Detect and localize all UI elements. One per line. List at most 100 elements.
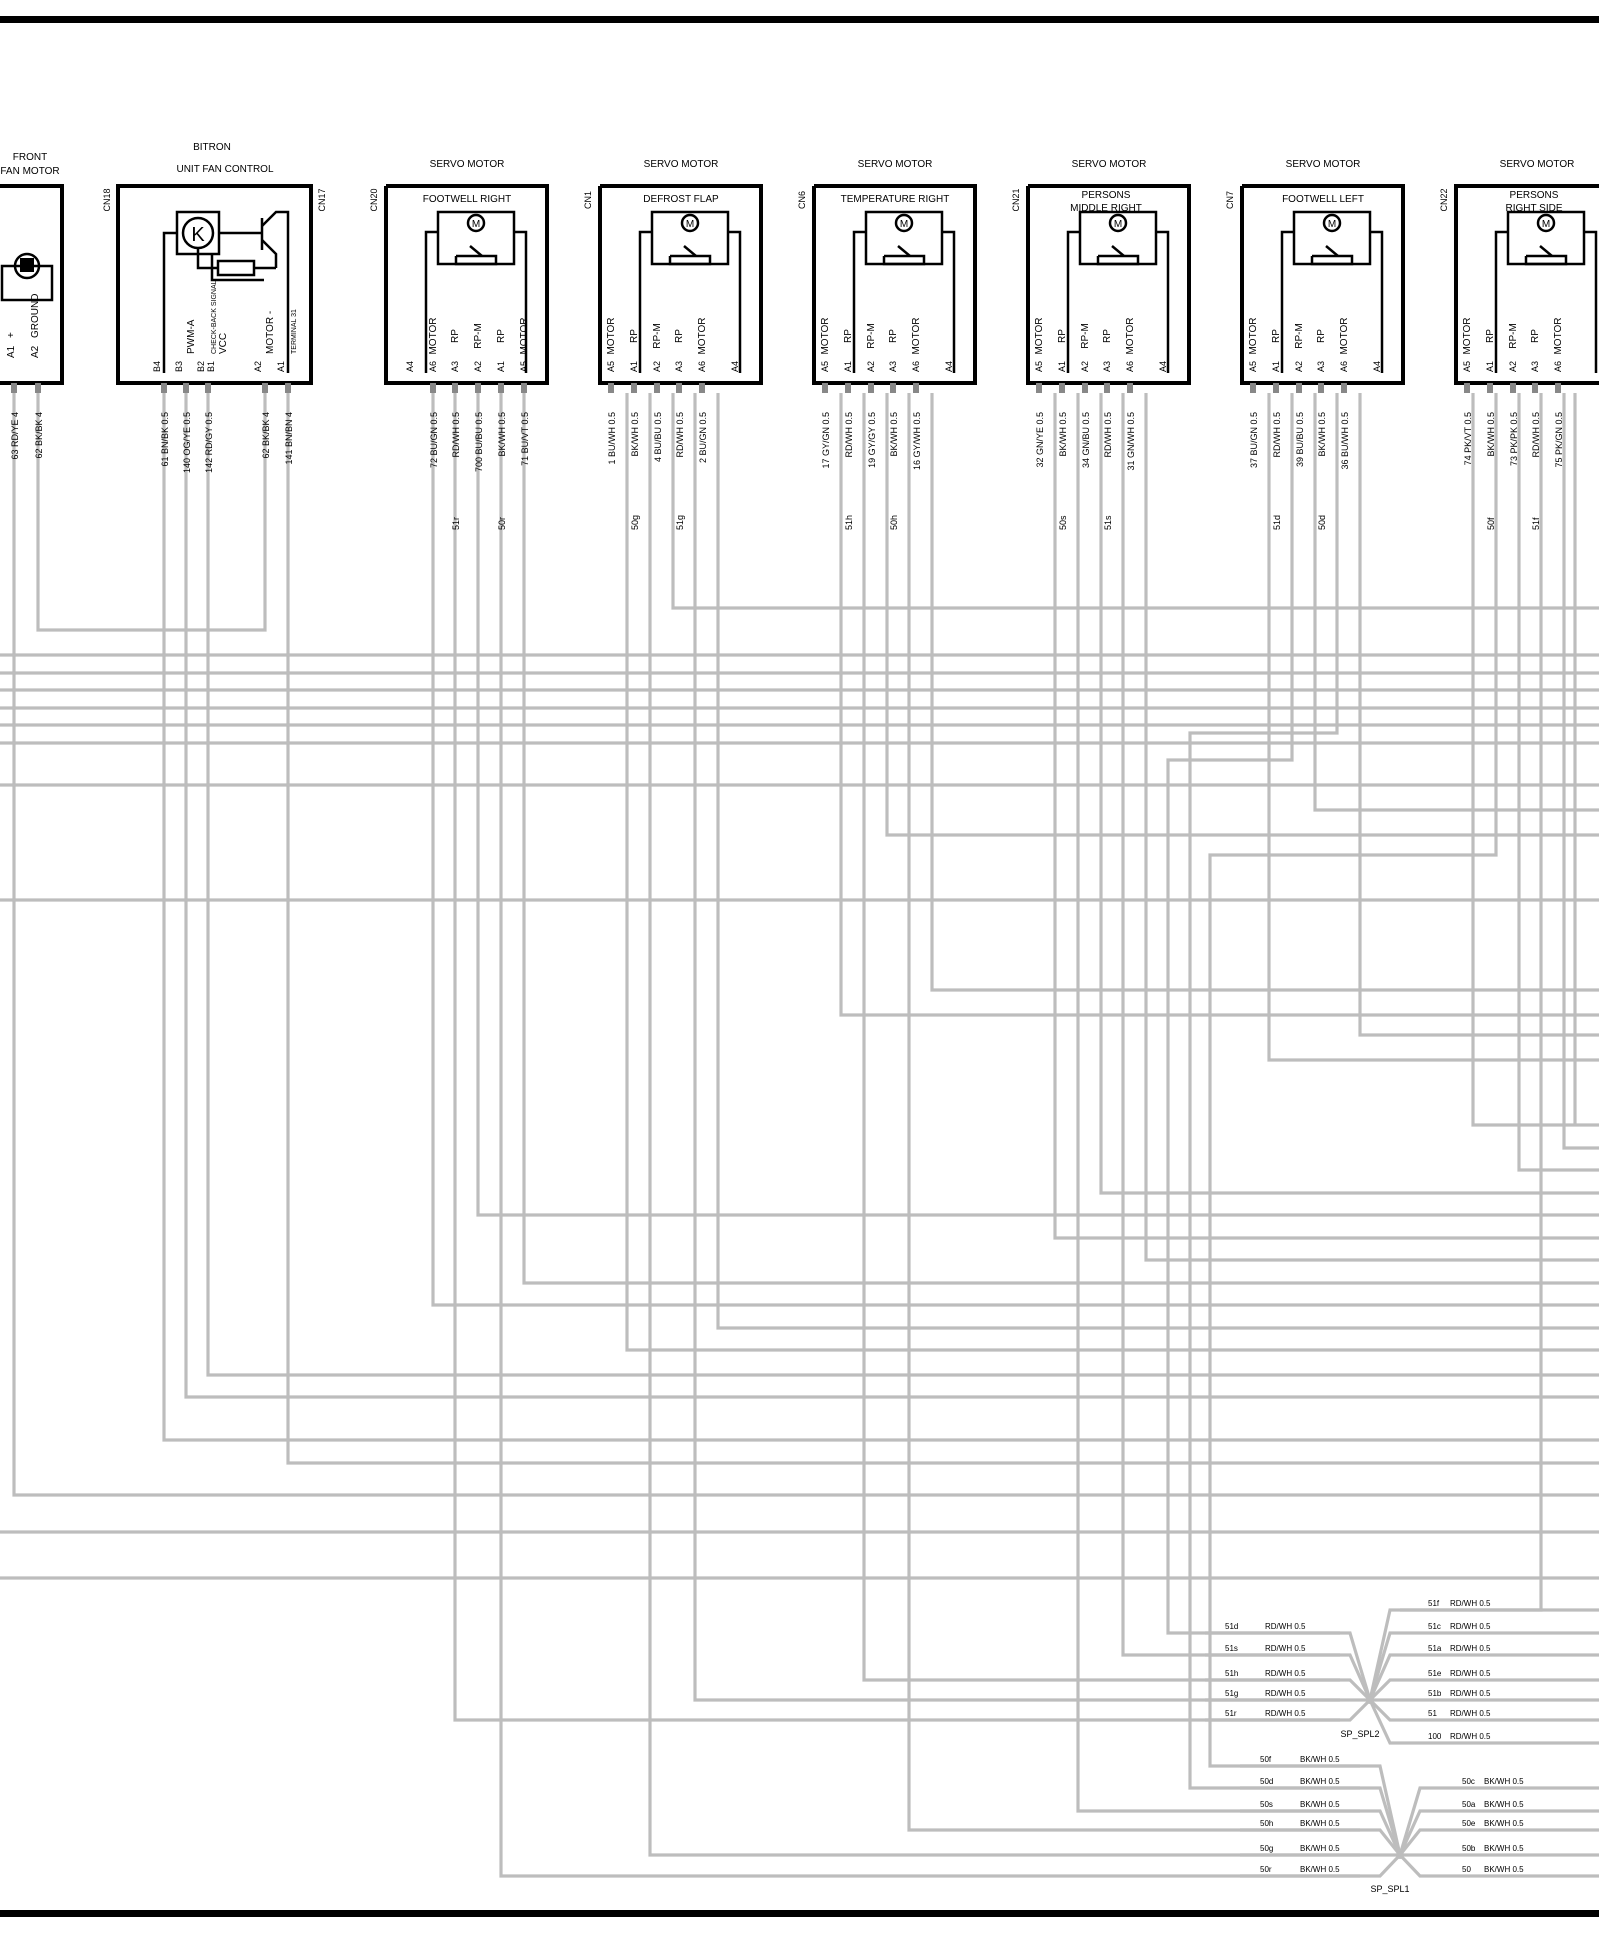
wire-label: 62 BK/BK 4 bbox=[34, 412, 44, 459]
wire-label: 700 BU/BU 0.5 bbox=[474, 412, 484, 472]
splice-wire: RD/WH 0.5 bbox=[1450, 1732, 1491, 1741]
pin-stub bbox=[262, 383, 268, 393]
pin-stub bbox=[1059, 383, 1065, 393]
resistor-icon bbox=[218, 261, 254, 275]
pin-function: MOTOR bbox=[820, 317, 831, 354]
splice-tag: 50s bbox=[1260, 1800, 1273, 1809]
wire-label: BK/WH 0.5 bbox=[889, 412, 899, 457]
splice-wire: BK/WH 0.5 bbox=[1484, 1865, 1524, 1874]
pin-label: A5 bbox=[606, 361, 616, 372]
splice-wire: RD/WH 0.5 bbox=[1265, 1622, 1306, 1631]
servo-box bbox=[1028, 186, 1189, 383]
wire-label: 31 GN/WH 0.5 bbox=[1126, 412, 1136, 471]
pin-function: RP bbox=[629, 329, 640, 343]
pin-stub bbox=[1487, 383, 1493, 393]
wire-tag: 50r bbox=[497, 517, 507, 530]
wire-label: BK/WH 0.5 bbox=[1317, 412, 1327, 457]
splice-node bbox=[1366, 1696, 1374, 1704]
splice-tag: 51f bbox=[1428, 1599, 1440, 1608]
splice-tag: 51g bbox=[1225, 1689, 1238, 1698]
pin-stub bbox=[608, 383, 614, 393]
wire-label: 19 GY/GY 0.5 bbox=[867, 412, 877, 468]
pin-stub bbox=[699, 383, 705, 393]
splice-wire: BK/WH 0.5 bbox=[1484, 1819, 1524, 1828]
pin-label: B4 bbox=[152, 361, 162, 372]
servo-trace bbox=[1584, 232, 1596, 373]
pin-stub bbox=[205, 383, 211, 393]
pin-function: + bbox=[6, 332, 17, 338]
pin-function: RP bbox=[1057, 329, 1068, 343]
wire-label: BK/WH 0.5 bbox=[497, 412, 507, 457]
potentiometer-icon bbox=[1540, 246, 1552, 256]
pin-function: PWM-A bbox=[186, 319, 197, 354]
pin-label: A2 bbox=[1080, 361, 1090, 372]
pin-label: A3 bbox=[1316, 361, 1326, 372]
pin-function: MOTOR bbox=[519, 317, 530, 354]
pin-stub bbox=[183, 383, 189, 393]
potentiometer-icon bbox=[898, 246, 910, 256]
pin-stub bbox=[1127, 383, 1133, 393]
pin-function: RP bbox=[450, 329, 461, 343]
wire-route bbox=[1123, 393, 1340, 1655]
pin-function: MOTOR bbox=[911, 317, 922, 354]
pin-label: A5 bbox=[1034, 361, 1044, 372]
splice-tag: 50h bbox=[1260, 1819, 1273, 1828]
pin-function: RP-M bbox=[1294, 323, 1305, 349]
k-relay-icon: K bbox=[191, 224, 205, 246]
wire-route bbox=[208, 393, 1599, 1375]
pin-function: MOTOR - bbox=[265, 311, 276, 354]
splice-tag: 50f bbox=[1260, 1755, 1272, 1764]
wire-route bbox=[38, 393, 265, 630]
pin-label: A6 bbox=[697, 361, 707, 372]
pin-label: A6 bbox=[1125, 361, 1135, 372]
potentiometer-icon bbox=[1312, 256, 1352, 264]
pin-function: RP bbox=[1271, 329, 1282, 343]
wire-route bbox=[841, 393, 1599, 1015]
wire-route bbox=[1210, 393, 1496, 1766]
wire-tag: 50g bbox=[630, 515, 640, 530]
pin-label: A1 bbox=[276, 361, 286, 372]
potentiometer-icon bbox=[684, 246, 696, 256]
connector-id: CN6 bbox=[797, 191, 807, 209]
servo-trace bbox=[728, 232, 740, 373]
servo-header: SERVO MOTOR bbox=[858, 159, 933, 170]
wire-tag: 51f bbox=[1531, 517, 1541, 530]
wire-route bbox=[887, 393, 1599, 835]
splice-tag: 50r bbox=[1260, 1865, 1272, 1874]
wires-layer bbox=[0, 393, 1599, 1876]
potentiometer-icon bbox=[1326, 246, 1338, 256]
splice-tag: 51b bbox=[1428, 1689, 1442, 1698]
pin-stub bbox=[913, 383, 919, 393]
servo-box bbox=[1242, 186, 1403, 383]
pin-stub bbox=[1250, 383, 1256, 393]
pin-function: RP bbox=[1316, 329, 1327, 343]
wire-tag: 50s bbox=[1058, 515, 1068, 530]
wire-label: 140 OG/YE 0.5 bbox=[182, 412, 192, 473]
splice-wire: RD/WH 0.5 bbox=[1450, 1709, 1491, 1718]
pin-stub bbox=[11, 383, 17, 393]
wire-route bbox=[1078, 393, 1360, 1811]
motor-m-icon: M bbox=[686, 219, 694, 230]
pin-label: A2 bbox=[1294, 361, 1304, 372]
potentiometer-icon bbox=[1526, 256, 1566, 264]
potentiometer-icon bbox=[884, 256, 924, 264]
pin-stub bbox=[1464, 383, 1470, 393]
servo-trace bbox=[1282, 232, 1294, 373]
motor-symbol-icon bbox=[20, 258, 34, 272]
splice-tag: 50a bbox=[1462, 1800, 1476, 1809]
splice-wire: BK/WH 0.5 bbox=[1484, 1844, 1524, 1853]
pin-function: GROUND bbox=[30, 294, 41, 338]
splice-tag: 51d bbox=[1225, 1622, 1238, 1631]
pin-function: MOTOR bbox=[1125, 317, 1136, 354]
pin-function: RP bbox=[843, 329, 854, 343]
wire-label: RD/WH 0.5 bbox=[675, 412, 685, 458]
wire-route bbox=[627, 393, 1599, 1350]
splice-tag: 100 bbox=[1428, 1732, 1442, 1741]
pin-label: A4 bbox=[1372, 361, 1382, 372]
pin-label: A4 bbox=[730, 361, 740, 372]
wire-tag: 51s bbox=[1103, 515, 1113, 530]
pin-function: RP-M bbox=[1508, 323, 1519, 349]
wire-label: 141 BN/BN 4 bbox=[284, 412, 294, 465]
wire-label: 16 GY/WH 0.5 bbox=[912, 412, 922, 470]
